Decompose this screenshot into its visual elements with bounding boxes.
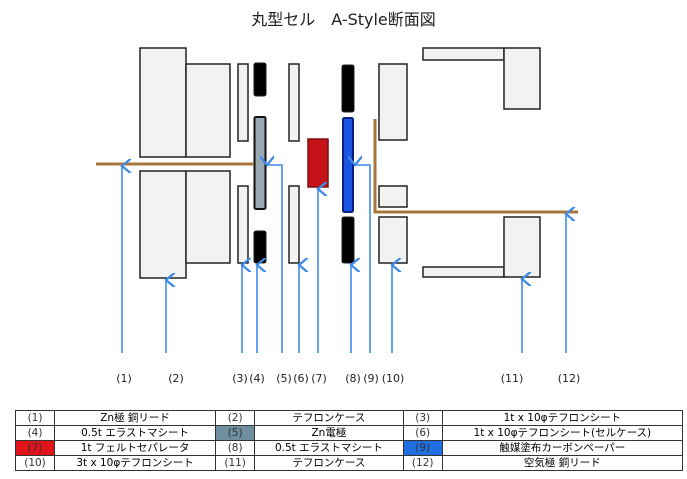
elastomer-sheet-4-bottom (253, 230, 267, 264)
legend-row: (1)Zn極 銅リード(2)テフロンケース(3)1t x 10φテフロンシート (15, 410, 684, 426)
teflon-sheet-10-bottom (378, 216, 408, 264)
legend-description: Zn極 銅リード (53, 410, 217, 426)
cross-section-diagram: (1) (2) (3) (4) (5) (6) (7) (8) (9) (10)… (96, 47, 581, 385)
teflon-sheet-10-middle (378, 185, 408, 208)
label-2: (2) (168, 372, 184, 385)
legend-number: (3) (402, 410, 443, 426)
diagram-title: 丸型セル A-Style断面図 (251, 10, 436, 29)
legend-number: (8) (215, 440, 256, 456)
teflon-sheet-6-bottom (288, 185, 300, 264)
label-4: (4) (249, 372, 265, 385)
legend-number: (7) (15, 440, 55, 456)
teflon-case-right-bar-bottom (422, 266, 505, 278)
legend-number: (1) (15, 410, 55, 426)
legend-number: (10) (15, 455, 55, 471)
teflon-case-right-block-bottom (503, 216, 541, 278)
legend-number: (4) (15, 425, 55, 441)
legend-row: (4)0.5t エラストマシート(5)Zn電極(6)1t x 10φテフロンシー… (15, 425, 684, 441)
legend-description: テフロンケース (254, 455, 404, 471)
teflon-case-left-outer-bottom (139, 170, 187, 279)
legend-row: (10)3t x 10φテフロンシート(11)テフロンケース(12)空気極 銅リ… (15, 455, 684, 471)
legend-description: 1t フェルトセパレータ (53, 440, 217, 456)
elastomer-sheet-4-top (253, 62, 267, 97)
carbon-paper (342, 117, 354, 213)
legend-number: (11) (215, 455, 256, 471)
label-8: (8) (345, 372, 361, 385)
legend-description: 1t x 10φテフロンシート (441, 410, 684, 426)
teflon-case-left-inner-bottom (185, 170, 231, 264)
felt-separator (307, 138, 329, 188)
elastomer-sheet-8-bottom (341, 216, 355, 264)
teflon-sheet-3-bottom (237, 185, 249, 264)
label-1: (1) (116, 372, 132, 385)
label-3: (3) (232, 372, 248, 385)
label-7: (7) (311, 372, 327, 385)
label-11: (11) (501, 372, 524, 385)
teflon-sheet-3-top (237, 63, 249, 142)
legend-number: (12) (402, 455, 443, 471)
label-5: (5) (276, 372, 292, 385)
teflon-case-left-outer-top (139, 47, 187, 158)
arrow-5 (267, 165, 283, 353)
legend-number: (2) (215, 410, 256, 426)
legend-description: テフロンケース (254, 410, 404, 426)
teflon-sheet-10-top (378, 63, 408, 141)
teflon-case-right-bar-top (422, 47, 505, 61)
legend-row: (7)1t フェルトセパレータ(8)0.5t エラストマシート(9)触媒塗布カー… (15, 440, 684, 456)
zn-electrode (253, 116, 267, 210)
teflon-case-right-block-top (503, 47, 541, 110)
arrow-9 (355, 165, 371, 353)
legend-description: 空気極 銅リード (441, 455, 684, 471)
teflon-sheet-6-top (288, 63, 300, 142)
legend-description: Zn電極 (254, 425, 404, 441)
label-9: (9) (363, 372, 379, 385)
elastomer-sheet-8-top (341, 64, 355, 113)
label-10: (10) (382, 372, 405, 385)
air-copper-lead (373, 119, 578, 214)
label-12: (12) (558, 372, 581, 385)
legend-description: 0.5t エラストマシート (254, 440, 404, 456)
legend-number: (5) (215, 425, 256, 441)
legend-description: 触媒塗布カーボンペーパー (441, 440, 684, 456)
legend-description: 0.5t エラストマシート (53, 425, 217, 441)
teflon-case-left-inner-top (185, 63, 231, 158)
label-6: (6) (293, 372, 309, 385)
legend-number: (9) (402, 440, 443, 456)
legend-description: 3t x 10φテフロンシート (53, 455, 217, 471)
legend-table: (1)Zn極 銅リード(2)テフロンケース(3)1t x 10φテフロンシート(… (15, 410, 684, 471)
legend-description: 1t x 10φテフロンシート(セルケース) (441, 425, 684, 441)
legend-number: (6) (402, 425, 443, 441)
